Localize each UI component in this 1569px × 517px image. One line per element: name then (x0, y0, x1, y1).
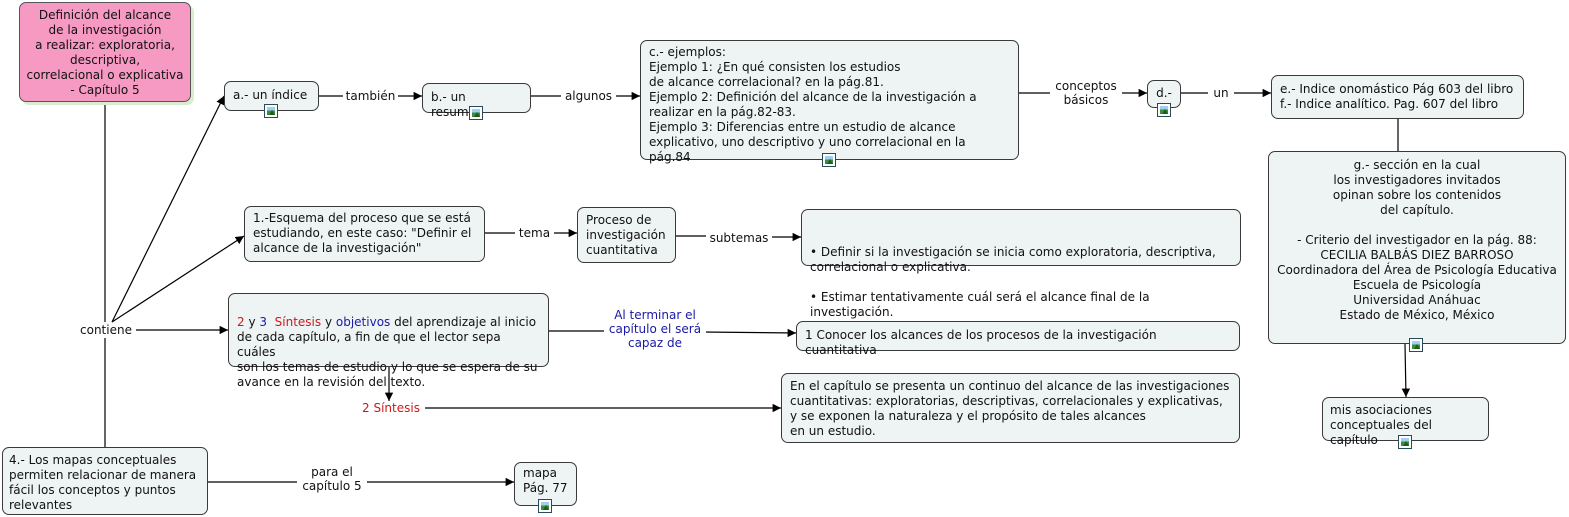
label-algunos: algunos (561, 89, 616, 103)
label-tema: tema (515, 226, 554, 240)
resource-icon[interactable] (1409, 338, 1423, 352)
resource-icon[interactable] (538, 499, 552, 513)
node-seccion[interactable]: g.- sección en la cual los investigadore… (1268, 151, 1566, 344)
text-sintesis: Síntesis (267, 315, 322, 329)
subtema-item: • Definir si la investigación se inicia … (810, 245, 1216, 274)
node-mapa[interactable]: mapa Pág. 77 (514, 462, 577, 506)
node-ejemplos[interactable]: c.- ejemplos: Ejemplo 1: ¿En qué consist… (640, 40, 1019, 164)
resource-icon[interactable] (1398, 435, 1412, 449)
label-contiene: contiene (76, 323, 136, 337)
node-sintesis-objetivos[interactable]: 2 y 3 Síntesis y objetivos del aprendiza… (228, 293, 549, 389)
node-mapas[interactable]: 4.- Los mapas conceptuales permiten rela… (2, 447, 208, 515)
resource-icon[interactable] (822, 153, 836, 167)
label-tambien: también (343, 89, 398, 103)
node-continuo[interactable]: En el capítulo se presenta un continuo d… (781, 373, 1240, 443)
root-concept[interactable]: Definición del alcance de la investigaci… (19, 2, 191, 102)
node-indices[interactable]: e.- Indice onomástico Pág 603 del libro … (1271, 75, 1524, 119)
link-contiene-indice (111, 95, 225, 323)
link-seccion-asociaciones (1401, 343, 1411, 398)
text-y2: y (321, 315, 336, 329)
node-esquema[interactable]: 1.-Esquema del proceso que se está estud… (244, 206, 485, 262)
text-y: y (244, 315, 260, 329)
link-contiene-esquema (111, 235, 245, 323)
label-subtemas: subtemas (706, 231, 772, 245)
resource-icon[interactable] (1157, 103, 1171, 117)
text-objetivos: objetivos (335, 315, 391, 329)
resource-icon[interactable] (264, 104, 278, 118)
label-para-el: para el capítulo 5 (297, 465, 367, 493)
node-asociaciones[interactable]: mis asociaciones conceptuales del capítu… (1322, 397, 1489, 447)
resource-icon[interactable] (469, 106, 483, 120)
label-conceptos-basicos: conceptos básicos (1050, 79, 1122, 107)
number-3: 3 (259, 315, 268, 329)
label-al-terminar: Al terminar el capítulo el será capaz de (604, 308, 706, 350)
link-terminar-conocer (700, 328, 797, 338)
node-subtemas-list[interactable]: • Definir si la investigación se inicia … (801, 209, 1241, 319)
node-proceso[interactable]: Proceso de investigación cuantitativa (577, 207, 676, 263)
text-rest: del aprendizaje al inicio de cada capítu… (237, 315, 538, 389)
subtema-item: • Estimar tentativamente cuál será el al… (810, 290, 1150, 319)
node-resumen[interactable]: b.- un resumen (422, 83, 531, 119)
label-un: un (1208, 86, 1234, 100)
node-conocer[interactable]: 1 Conocer los alcances de los procesos d… (796, 321, 1240, 357)
label-2-sintesis: 2 Síntesis (357, 401, 425, 415)
number-2: 2 (237, 315, 245, 329)
